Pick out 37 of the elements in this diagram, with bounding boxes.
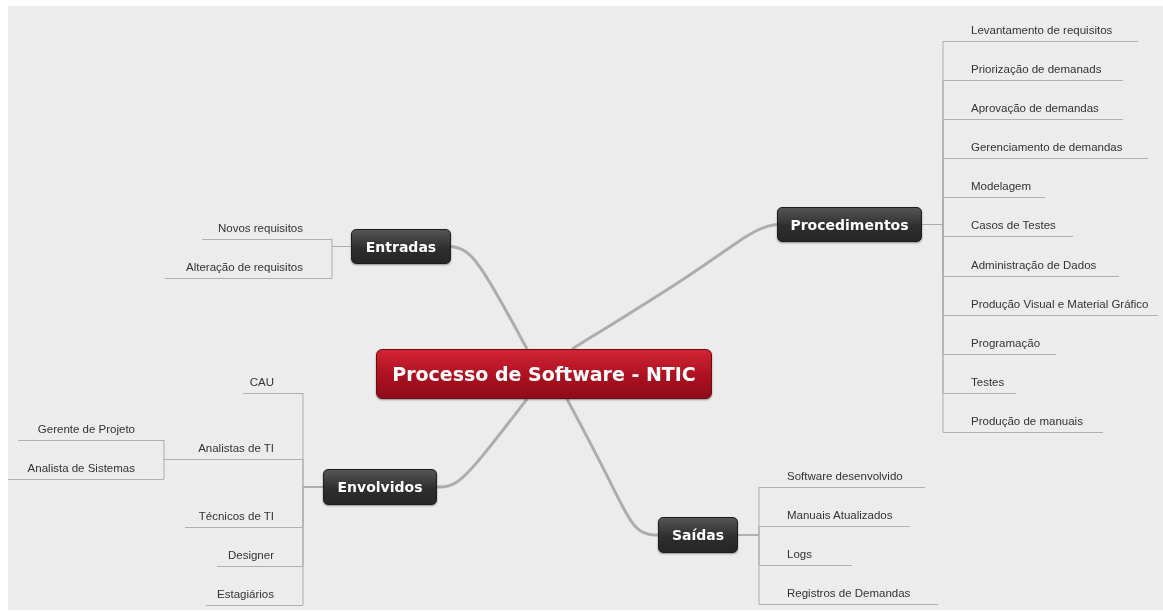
connector-line (302, 486, 324, 606)
subtopic-label: Administração de Dados (943, 256, 1119, 277)
connector-line (921, 224, 944, 433)
subtopic-label: Técnicos de TI (185, 507, 303, 528)
subtopic-label: Novos requisitos (202, 219, 332, 240)
topic-box: Envolvidos (323, 469, 437, 505)
subtopic-label: Registros de Demandas (759, 584, 938, 605)
subtopic-label: Produção de manuais (943, 412, 1103, 433)
subtopic-label: Modelagem (943, 177, 1045, 198)
subtopic-label: Manuais Atualizados (759, 506, 910, 527)
connector-line (437, 398, 529, 489)
subtopic-label: Analista de Sistemas (8, 459, 164, 480)
subtopic-label: Gerente de Projeto (18, 420, 164, 441)
connector-line (163, 439, 165, 460)
topic-box: Procedimentos (777, 207, 922, 242)
subtopic-label: Analistas de TI (164, 439, 303, 460)
subtopic-label: Estagiários (206, 585, 303, 606)
subtopic-label: Gerenciamento de demandas (943, 138, 1148, 159)
topic-box: Entradas (351, 229, 451, 264)
subtopic-label: Produção Visual e Material Gráfico (943, 295, 1158, 316)
subtopic-label: Software desenvolvido (759, 467, 925, 488)
subtopic-label: Programação (943, 334, 1056, 355)
subtopic-label: CAU (243, 373, 303, 394)
subtopic-label: Priorização de demanads (943, 60, 1123, 81)
subtopic-label: Alteração de requisitos (165, 258, 332, 279)
subtopic-label: Logs (759, 545, 852, 566)
subtopic-label: Testes (943, 373, 1016, 394)
subtopic-label: Designer (217, 546, 303, 567)
topic-box: Saídas (658, 517, 738, 553)
central-topic-box: Processo de Software - NTIC (376, 349, 712, 399)
subtopic-label: Aprovação de demandas (943, 99, 1123, 120)
subtopic-label: Levantamento de requisitos (943, 21, 1138, 42)
connector-line (571, 223, 778, 351)
subtopic-label: Casos de Testes (943, 216, 1073, 237)
connector-line (565, 398, 658, 537)
connector-line (163, 458, 165, 480)
connector-line (450, 245, 529, 350)
